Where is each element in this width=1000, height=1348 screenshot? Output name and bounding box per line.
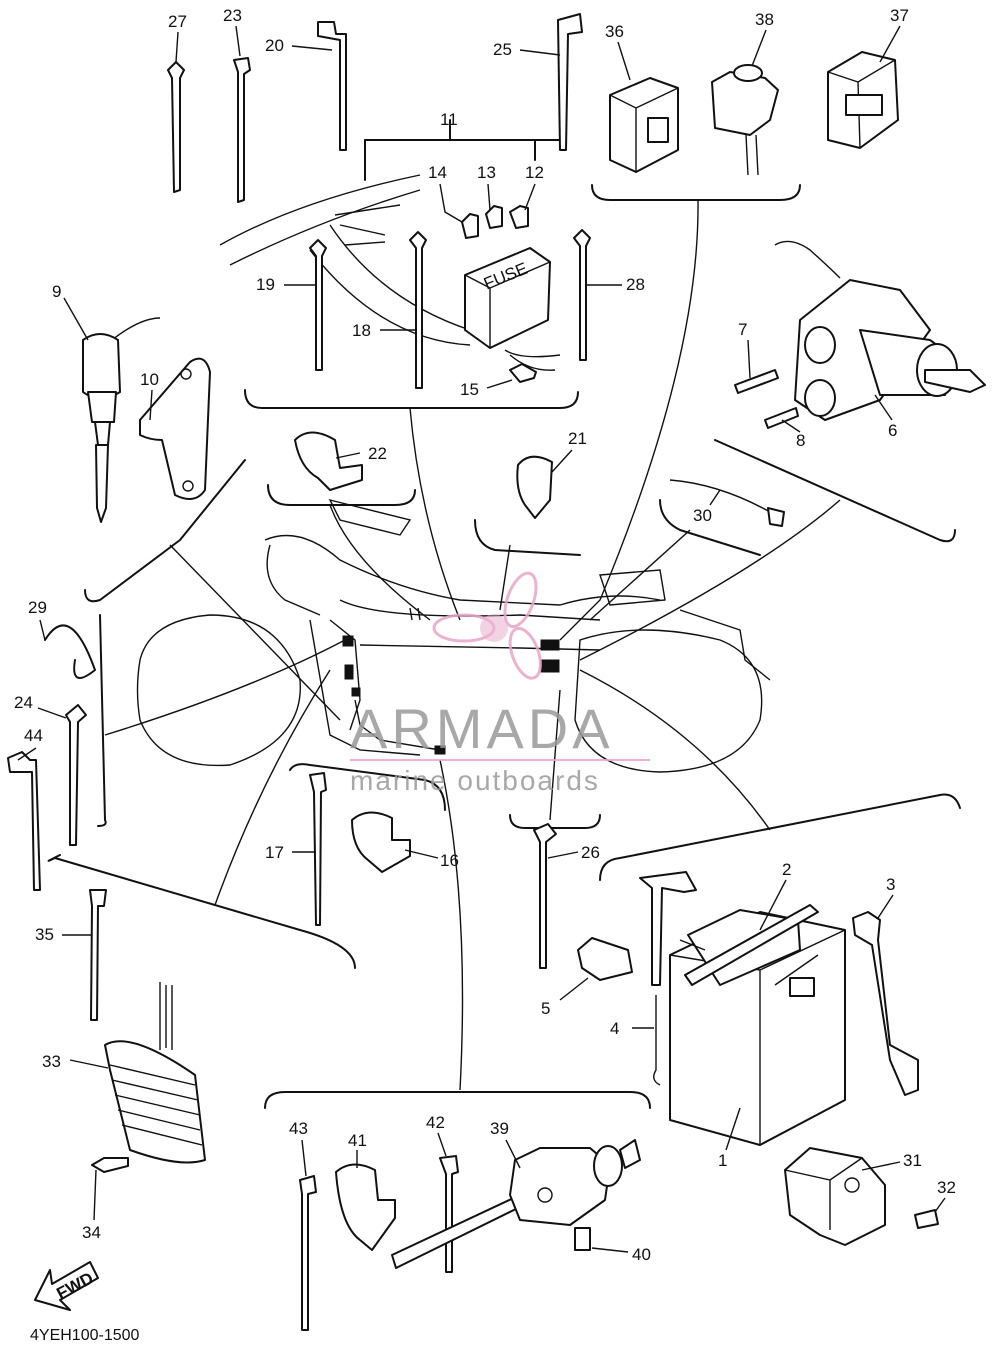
rectifier-regulator bbox=[784, 1147, 939, 1246]
callout-35: 35 bbox=[35, 925, 54, 944]
callout-12: 12 bbox=[525, 163, 544, 182]
callout-25: 25 bbox=[493, 40, 512, 59]
callout-2: 2 bbox=[782, 860, 791, 879]
callout-23: 23 bbox=[223, 6, 242, 25]
callout-21: 21 bbox=[568, 429, 587, 448]
callout-40: 40 bbox=[632, 1245, 651, 1264]
motorcycle-outline bbox=[136, 498, 771, 773]
callout-37: 37 bbox=[890, 6, 909, 25]
callout-38: 38 bbox=[755, 10, 774, 29]
relays bbox=[609, 51, 899, 176]
callout-18: 18 bbox=[352, 321, 371, 340]
callout-33: 33 bbox=[42, 1052, 61, 1071]
callout-31: 31 bbox=[903, 1151, 922, 1170]
callout-43: 43 bbox=[289, 1119, 308, 1138]
drawing-code: 4YEH100-1500 bbox=[30, 1327, 140, 1344]
watermark-brand: ARMADA bbox=[350, 697, 614, 760]
callout-numbers: 27 23 20 25 36 38 37 11 14 13 12 19 28 1… bbox=[14, 6, 956, 1264]
watermark-tagline: marine outboards bbox=[350, 765, 600, 796]
callout-7: 7 bbox=[738, 320, 747, 339]
battery-group bbox=[639, 871, 919, 1146]
watermark-logo-icon bbox=[432, 571, 542, 680]
callout-3: 3 bbox=[886, 875, 895, 894]
lower-left-parts bbox=[89, 479, 785, 1173]
callout-15: 15 bbox=[460, 380, 479, 399]
callout-6: 6 bbox=[888, 421, 897, 440]
callout-26: 26 bbox=[581, 843, 600, 862]
left-components bbox=[7, 317, 211, 891]
callout-4: 4 bbox=[610, 1019, 619, 1038]
callout-20: 20 bbox=[265, 36, 284, 55]
clamps bbox=[294, 431, 633, 1251]
starter-relay-group bbox=[299, 1139, 641, 1331]
cable-ties-top bbox=[167, 13, 583, 203]
callout-8: 8 bbox=[796, 431, 805, 450]
callout-24: 24 bbox=[14, 693, 33, 712]
callout-10: 10 bbox=[140, 370, 159, 389]
callout-44: 44 bbox=[24, 726, 43, 745]
callout-16: 16 bbox=[440, 851, 459, 870]
watermark: ARMADA marine outboards bbox=[350, 571, 650, 796]
callout-14: 14 bbox=[428, 163, 447, 182]
leader-lines bbox=[104, 199, 841, 1091]
callout-28: 28 bbox=[626, 275, 645, 294]
callout-27: 27 bbox=[168, 12, 187, 31]
callout-19: 19 bbox=[256, 275, 275, 294]
callout-29: 29 bbox=[28, 598, 47, 617]
fuse-box-group: FUSE bbox=[219, 174, 591, 389]
group-brackets bbox=[47, 119, 961, 1109]
callout-22: 22 bbox=[368, 444, 387, 463]
callout-32: 32 bbox=[937, 1178, 956, 1197]
callout-30: 30 bbox=[693, 506, 712, 525]
callout-41: 41 bbox=[348, 1131, 367, 1150]
callout-9: 9 bbox=[52, 282, 61, 301]
callout-13: 13 bbox=[477, 163, 496, 182]
callout-5: 5 bbox=[541, 999, 550, 1018]
callout-1: 1 bbox=[718, 1151, 727, 1170]
callout-42: 42 bbox=[426, 1113, 445, 1132]
forward-arrow-icon: FWD bbox=[34, 1261, 99, 1311]
callout-34: 34 bbox=[82, 1223, 101, 1242]
callout-17: 17 bbox=[265, 843, 284, 862]
callout-36: 36 bbox=[605, 22, 624, 41]
main-switch bbox=[734, 240, 986, 429]
callout-39: 39 bbox=[490, 1119, 509, 1138]
callout-11: 11 bbox=[440, 110, 458, 129]
callout-leaders bbox=[17, 25, 946, 1253]
